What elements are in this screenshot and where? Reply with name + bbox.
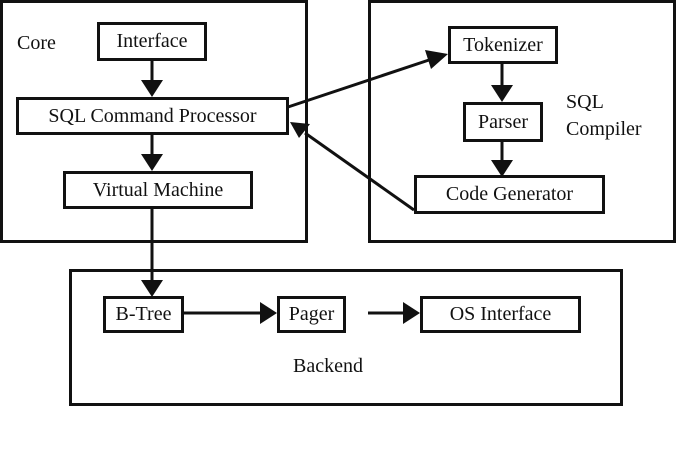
arrowhead-parser	[491, 85, 513, 102]
virtual-machine-node: Virtual Machine	[63, 171, 253, 209]
arrowhead-vm	[141, 154, 163, 171]
sql-command-processor-node: SQL Command Processor	[16, 97, 289, 135]
tokenizer-node: Tokenizer	[448, 26, 558, 64]
core-group	[0, 0, 308, 243]
edge-codegen-to-processor	[304, 131, 415, 212]
interface-node: Interface	[97, 22, 207, 61]
arrowhead-os-interface	[403, 302, 420, 324]
arrowhead-pager	[260, 302, 277, 324]
btree-node: B-Tree	[103, 296, 184, 333]
code-generator-node: Code Generator	[414, 175, 605, 214]
core-group-label: Core	[17, 32, 56, 54]
pager-node: Pager	[277, 296, 346, 333]
arrowhead-codegen	[491, 160, 513, 177]
arrowhead-processor-return	[290, 122, 310, 138]
backend-group-label: Backend	[293, 355, 363, 377]
arrowhead-btree	[141, 280, 163, 297]
backend-group	[69, 269, 623, 406]
sql-compiler-group	[368, 0, 676, 243]
os-interface-node: OS Interface	[420, 296, 581, 333]
edge-processor-to-tokenizer	[287, 57, 433, 109]
sql-compiler-label-line1: SQL	[566, 91, 604, 113]
sql-compiler-label-line2: Compiler	[566, 118, 642, 140]
arrowhead-processor	[141, 80, 163, 97]
parser-node: Parser	[463, 102, 543, 142]
arrowhead-tokenizer	[425, 50, 448, 69]
